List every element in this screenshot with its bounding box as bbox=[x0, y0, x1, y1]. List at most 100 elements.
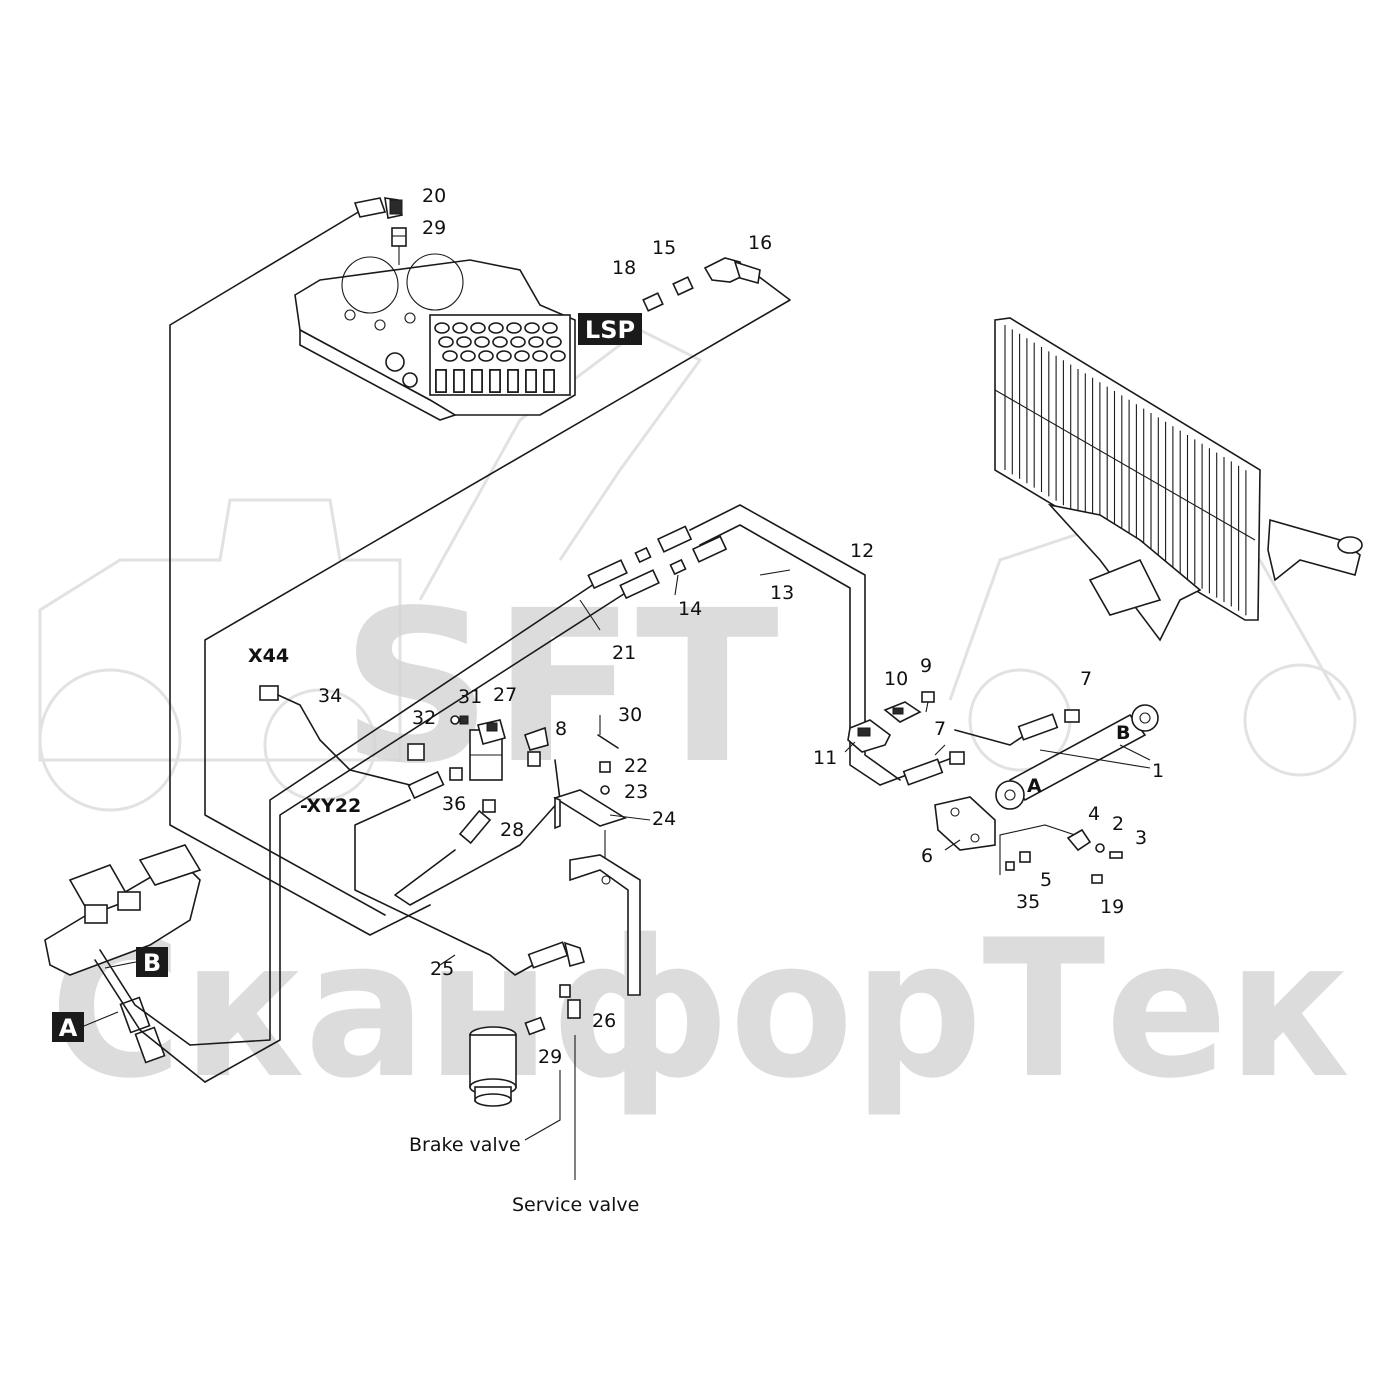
spool-cap bbox=[442, 350, 458, 362]
spool-body bbox=[525, 369, 537, 393]
watermark: SFT СканфорТек bbox=[38, 328, 1357, 1120]
bracket-6 bbox=[934, 796, 996, 851]
leader-lines bbox=[439, 569, 1151, 966]
plug-xy22 bbox=[407, 743, 425, 761]
fitting-18 bbox=[642, 292, 664, 312]
brake-valve-label: Brake valve bbox=[409, 1134, 521, 1156]
callout-18: 18 bbox=[612, 257, 636, 279]
spool-cap bbox=[514, 350, 530, 362]
callout-16: 16 bbox=[748, 232, 772, 254]
hose-end-b-label: B bbox=[1116, 722, 1130, 744]
fitting-7-upper bbox=[1017, 709, 1080, 741]
callout-8: 8 bbox=[555, 718, 567, 740]
hose-end-left-b bbox=[134, 1026, 166, 1064]
washer-23 bbox=[600, 785, 610, 795]
hose-fittings-14 bbox=[587, 525, 728, 600]
hose-route-lsp bbox=[204, 269, 791, 916]
clamp-11 bbox=[847, 719, 892, 753]
callout-4: 4 bbox=[1088, 803, 1100, 825]
oil-cooler-assembly bbox=[994, 317, 1363, 642]
adapter-29-bottom bbox=[524, 1016, 546, 1036]
adapter-29-top bbox=[391, 227, 407, 265]
bolt-5 bbox=[1019, 851, 1031, 863]
lsp-tag: LSP bbox=[578, 313, 642, 345]
callout-26: 26 bbox=[592, 1010, 616, 1032]
block-4 bbox=[1066, 828, 1092, 852]
brake-valve-body bbox=[469, 1026, 517, 1107]
tee-26 bbox=[559, 984, 581, 1019]
callout-19: 19 bbox=[1100, 896, 1124, 918]
elbow-hose-brake bbox=[527, 941, 585, 969]
spool-cap bbox=[496, 350, 512, 362]
callout-14: 14 bbox=[678, 598, 702, 620]
callout-1: 1 bbox=[1152, 760, 1164, 782]
nut-19 bbox=[1091, 874, 1103, 884]
hose-12 bbox=[689, 504, 901, 781]
fitting-31 bbox=[459, 715, 469, 725]
hose-left-b-link bbox=[99, 949, 191, 1046]
callout-6: 6 bbox=[921, 845, 933, 867]
callout-27: 27 bbox=[493, 684, 517, 706]
guide-line-6 bbox=[999, 824, 1076, 875]
spool-cap bbox=[460, 350, 476, 362]
spool-cap bbox=[478, 350, 494, 362]
valve-spools bbox=[429, 314, 571, 396]
watermark-logo: SFT bbox=[341, 565, 779, 810]
spool-cap bbox=[470, 322, 486, 334]
bracket-24 bbox=[553, 789, 627, 830]
spool-body bbox=[489, 369, 501, 393]
b-tag-leader bbox=[104, 961, 137, 969]
fitting-7-lower bbox=[902, 751, 965, 786]
spool-body bbox=[453, 369, 465, 393]
hose-brake bbox=[394, 759, 561, 906]
callouts: 20 29 15 16 18 12 13 14 21 34 31 27 32 8… bbox=[318, 185, 1164, 1068]
connector-xy22-label: -XY22 bbox=[300, 795, 361, 817]
connector-x44-label: X44 bbox=[248, 645, 289, 667]
spool-cap bbox=[492, 336, 508, 348]
washer-2 bbox=[1095, 843, 1105, 853]
spool-cap bbox=[528, 336, 544, 348]
a-tag-label: A bbox=[59, 1014, 78, 1042]
callout-22: 22 bbox=[624, 755, 648, 777]
callout-29-bottom: 29 bbox=[538, 1046, 562, 1068]
hose-end-36 bbox=[407, 770, 445, 800]
bolt-22 bbox=[599, 761, 611, 773]
bolt-30 bbox=[597, 734, 619, 749]
callout-36: 36 bbox=[442, 793, 466, 815]
callout-32: 32 bbox=[412, 707, 436, 729]
callout-30: 30 bbox=[618, 704, 642, 726]
fitting-15 bbox=[672, 276, 694, 296]
elbow-8 bbox=[523, 726, 549, 767]
callout-7-upper: 7 bbox=[1080, 668, 1092, 690]
callout-31: 31 bbox=[458, 686, 482, 708]
callout-13: 13 bbox=[770, 582, 794, 604]
callout-2: 2 bbox=[1112, 813, 1124, 835]
cable-34 bbox=[277, 694, 411, 786]
a-tag: A bbox=[52, 1012, 84, 1042]
callout-12: 12 bbox=[850, 540, 874, 562]
spool-cap bbox=[474, 336, 490, 348]
spool-cap bbox=[438, 336, 454, 348]
cylinder-1 bbox=[995, 704, 1159, 810]
callout-3: 3 bbox=[1135, 827, 1147, 849]
support-bracket bbox=[569, 854, 641, 996]
nut-35 bbox=[1005, 861, 1015, 871]
callout-9: 9 bbox=[920, 655, 932, 677]
callout-5: 5 bbox=[1040, 869, 1052, 891]
spool-cap bbox=[532, 350, 548, 362]
spool-cap bbox=[488, 322, 504, 334]
hose-left-a-link bbox=[94, 959, 206, 1083]
spool-cap bbox=[546, 336, 562, 348]
callout-29-top: 29 bbox=[422, 217, 446, 239]
elbow-fitting-20 bbox=[353, 197, 403, 219]
elbow-16 bbox=[703, 257, 761, 285]
spool-cap bbox=[434, 322, 450, 334]
spool-cap bbox=[510, 336, 526, 348]
callout-21: 21 bbox=[612, 642, 636, 664]
spool-cap bbox=[524, 322, 540, 334]
clamp-plate-10 bbox=[883, 701, 922, 723]
hose-25 bbox=[354, 799, 561, 976]
hose-21-upper bbox=[189, 579, 601, 1046]
hose-13 bbox=[699, 524, 881, 786]
